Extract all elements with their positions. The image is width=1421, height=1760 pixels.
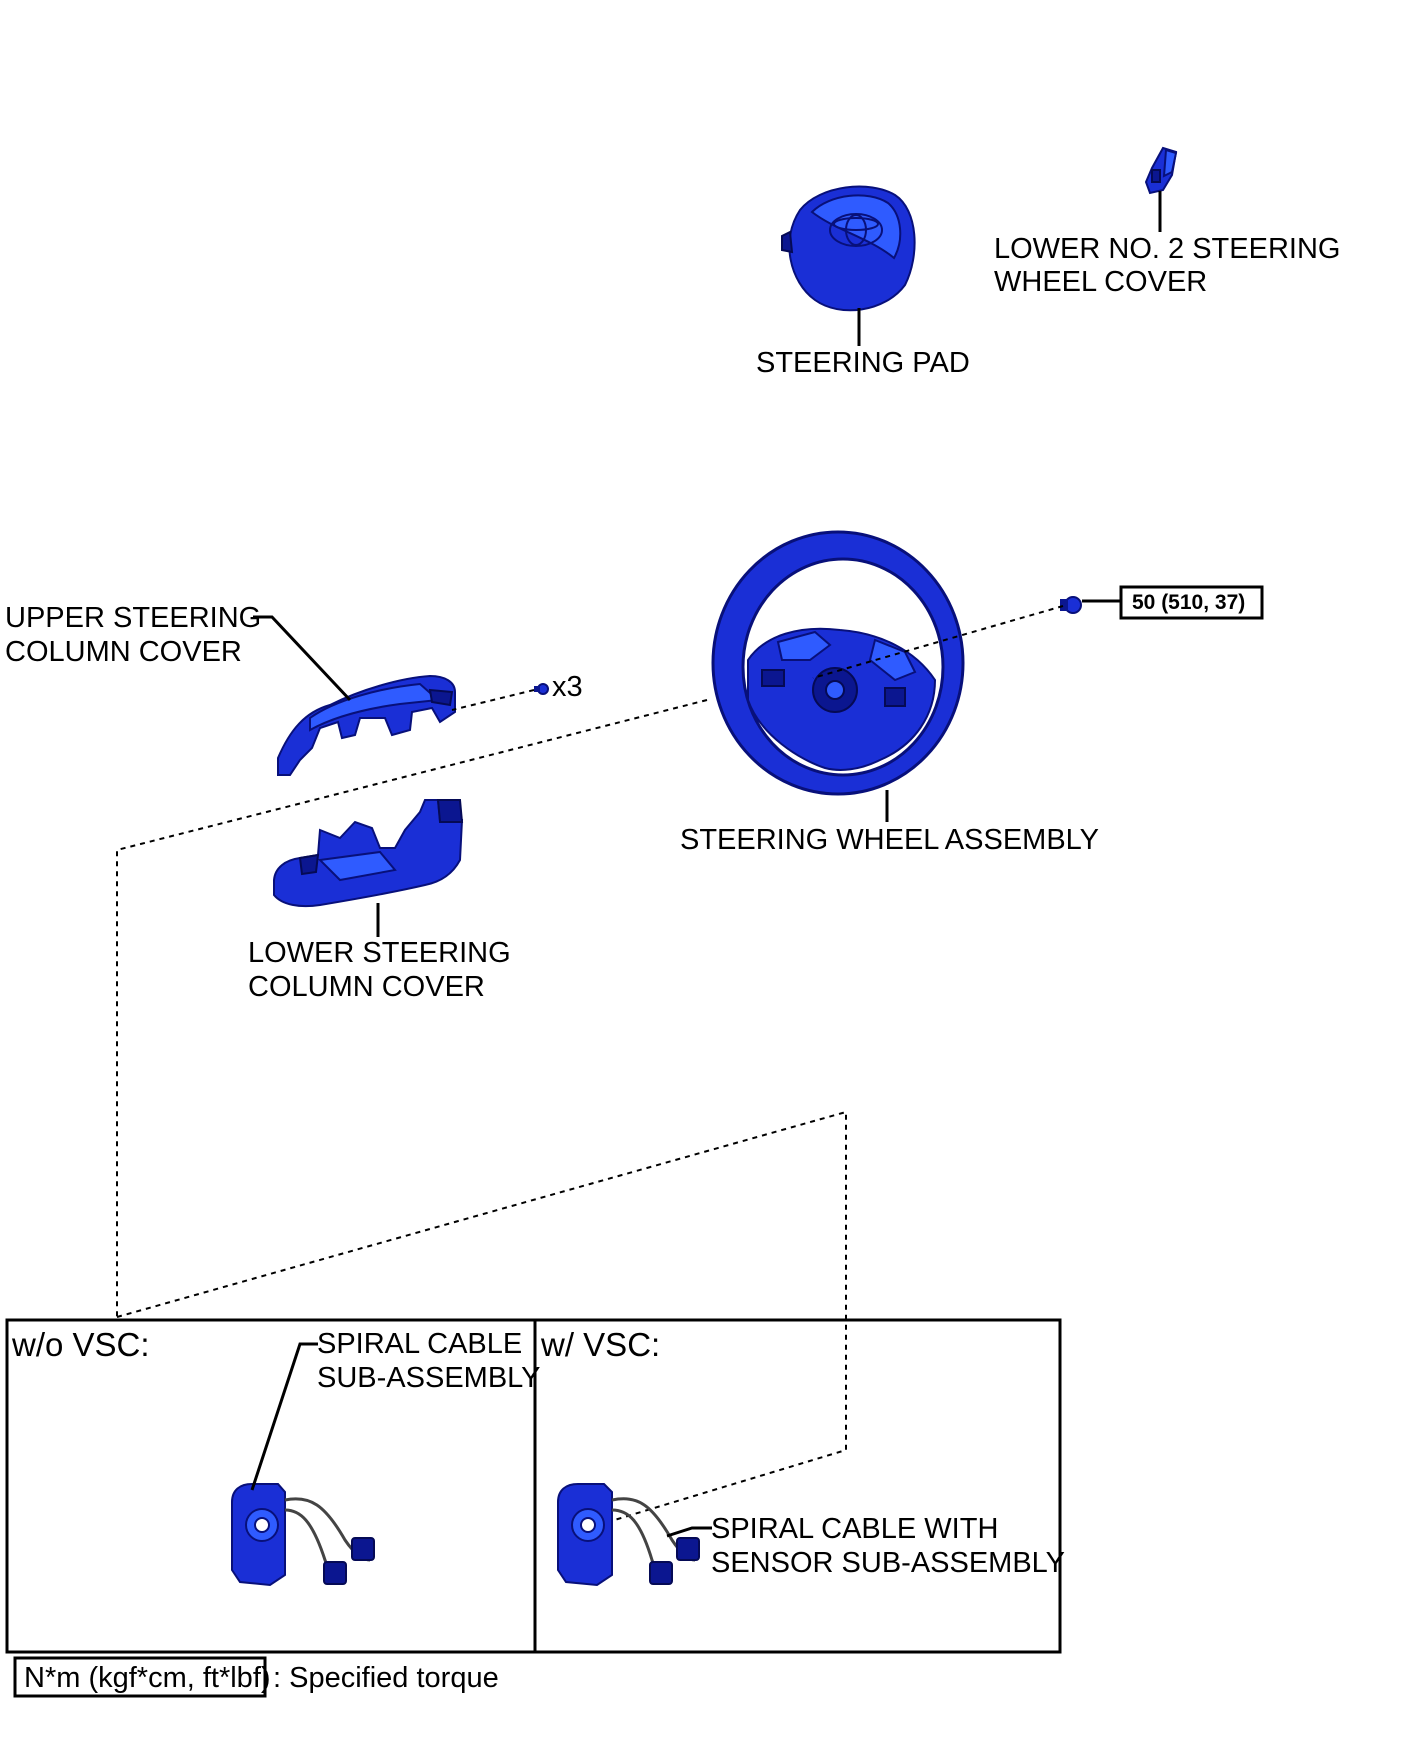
spiral-cable-part (231, 1483, 375, 1587)
lower-cover-label-2: COLUMN COVER (248, 971, 485, 1003)
lower-no2-cover-label-2: WHEEL COVER (994, 266, 1207, 298)
spiral-sensor-label-2: SENSOR SUB-ASSEMBLY (711, 1547, 1065, 1579)
with-vsc-heading: w/ VSC: (540, 1326, 660, 1363)
lower-no2-cover-label-1: LOWER NO. 2 STEERING (994, 233, 1340, 265)
legend-unit-text: N*m (kgf*cm, ft*lbf) (24, 1662, 271, 1694)
upper-steering-column-cover-part (277, 674, 456, 776)
lower-no2-steering-wheel-cover-part (1144, 146, 1178, 195)
screw-to-cover-dash (451, 689, 535, 711)
screw-count-label: x3 (552, 671, 583, 703)
legend-description: : Specified torque (273, 1662, 499, 1694)
spiral-sensor-label-1: SPIRAL CABLE WITH (711, 1513, 998, 1545)
legend-unit-box (13, 1656, 267, 1698)
steering-pad-part (781, 185, 916, 312)
spiral-sensor-leader (666, 1526, 712, 1538)
upper-cover-label-1: UPPER STEERING (5, 602, 261, 634)
torque-spec-box (1119, 585, 1264, 620)
steering-wheel-label: STEERING WHEEL ASSEMBLY (680, 824, 1099, 856)
steering-wheel-assembly-part (711, 530, 965, 796)
upper-cover-label-2: COLUMN COVER (5, 636, 242, 668)
nut-to-wheel-dash (812, 605, 1064, 679)
without-vsc-heading: w/o VSC: (11, 1326, 150, 1363)
steering-wheel-nut (1060, 596, 1082, 614)
spiral-cable-label-2: SUB-ASSEMBLY (317, 1362, 540, 1394)
spiral-cable-label-1: SPIRAL CABLE (317, 1328, 522, 1360)
torque-spec-value: 50 (510, 37) (1132, 591, 1245, 614)
spiral-cable-leader (250, 1342, 318, 1491)
upper-cover-leader (253, 615, 352, 702)
steering-pad-label: STEERING PAD (756, 347, 970, 379)
spiral-cable-with-sensor-part (557, 1483, 700, 1587)
lower-cover-label-1: LOWER STEERING (248, 937, 511, 969)
wheel-to-spiral-dash-left (116, 699, 708, 1317)
cover-screw (534, 683, 549, 695)
lower-steering-column-cover-part (273, 799, 464, 908)
spiral-cross-dash (116, 1110, 847, 1526)
